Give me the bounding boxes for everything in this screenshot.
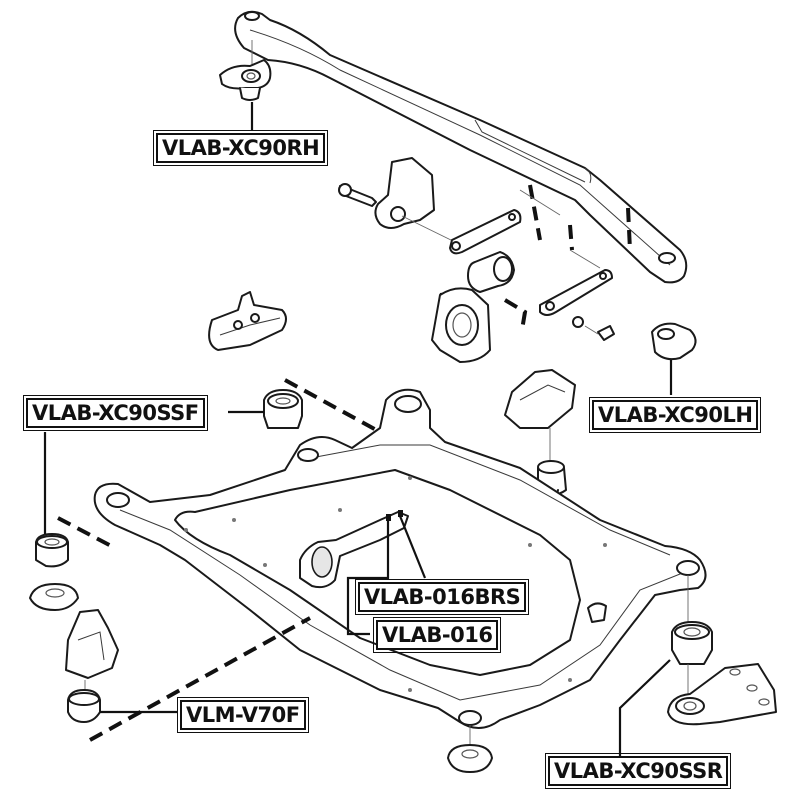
part-label-vlab-016brs[interactable]: VLAB-016BRS xyxy=(354,579,530,615)
upper-cross-beam xyxy=(234,10,688,284)
engine-bracket-assembly xyxy=(338,157,615,341)
lower-washer-part xyxy=(447,725,493,773)
transmission-mount-part xyxy=(208,291,287,351)
part-label-vlab-xc90ssr[interactable]: VLAB-XC90SSR xyxy=(544,753,732,789)
part-label-vlm-v70f[interactable]: VLM-V70F xyxy=(177,697,309,733)
torque-rod-part xyxy=(299,510,427,636)
part-label-vlab-xc90lh[interactable]: VLAB-XC90LH xyxy=(588,397,762,433)
lh-engine-mount-part xyxy=(651,322,697,395)
rh-engine-mount-part xyxy=(219,40,272,130)
rear-subframe-bushing-part xyxy=(618,575,777,756)
left-bushing-stack xyxy=(29,432,116,611)
center-mount-bracket xyxy=(431,287,491,363)
front-subframe-bushing-part xyxy=(228,378,381,434)
part-label-vlab-xc90rh[interactable]: VLAB-XC90RH xyxy=(152,130,329,166)
part-label-vlab-xc90ssf[interactable]: VLAB-XC90SSF xyxy=(23,395,208,431)
part-label-vlab-016[interactable]: VLAB-016 xyxy=(372,617,502,653)
v70f-mount-part xyxy=(65,609,311,742)
front-subframe xyxy=(93,388,707,729)
